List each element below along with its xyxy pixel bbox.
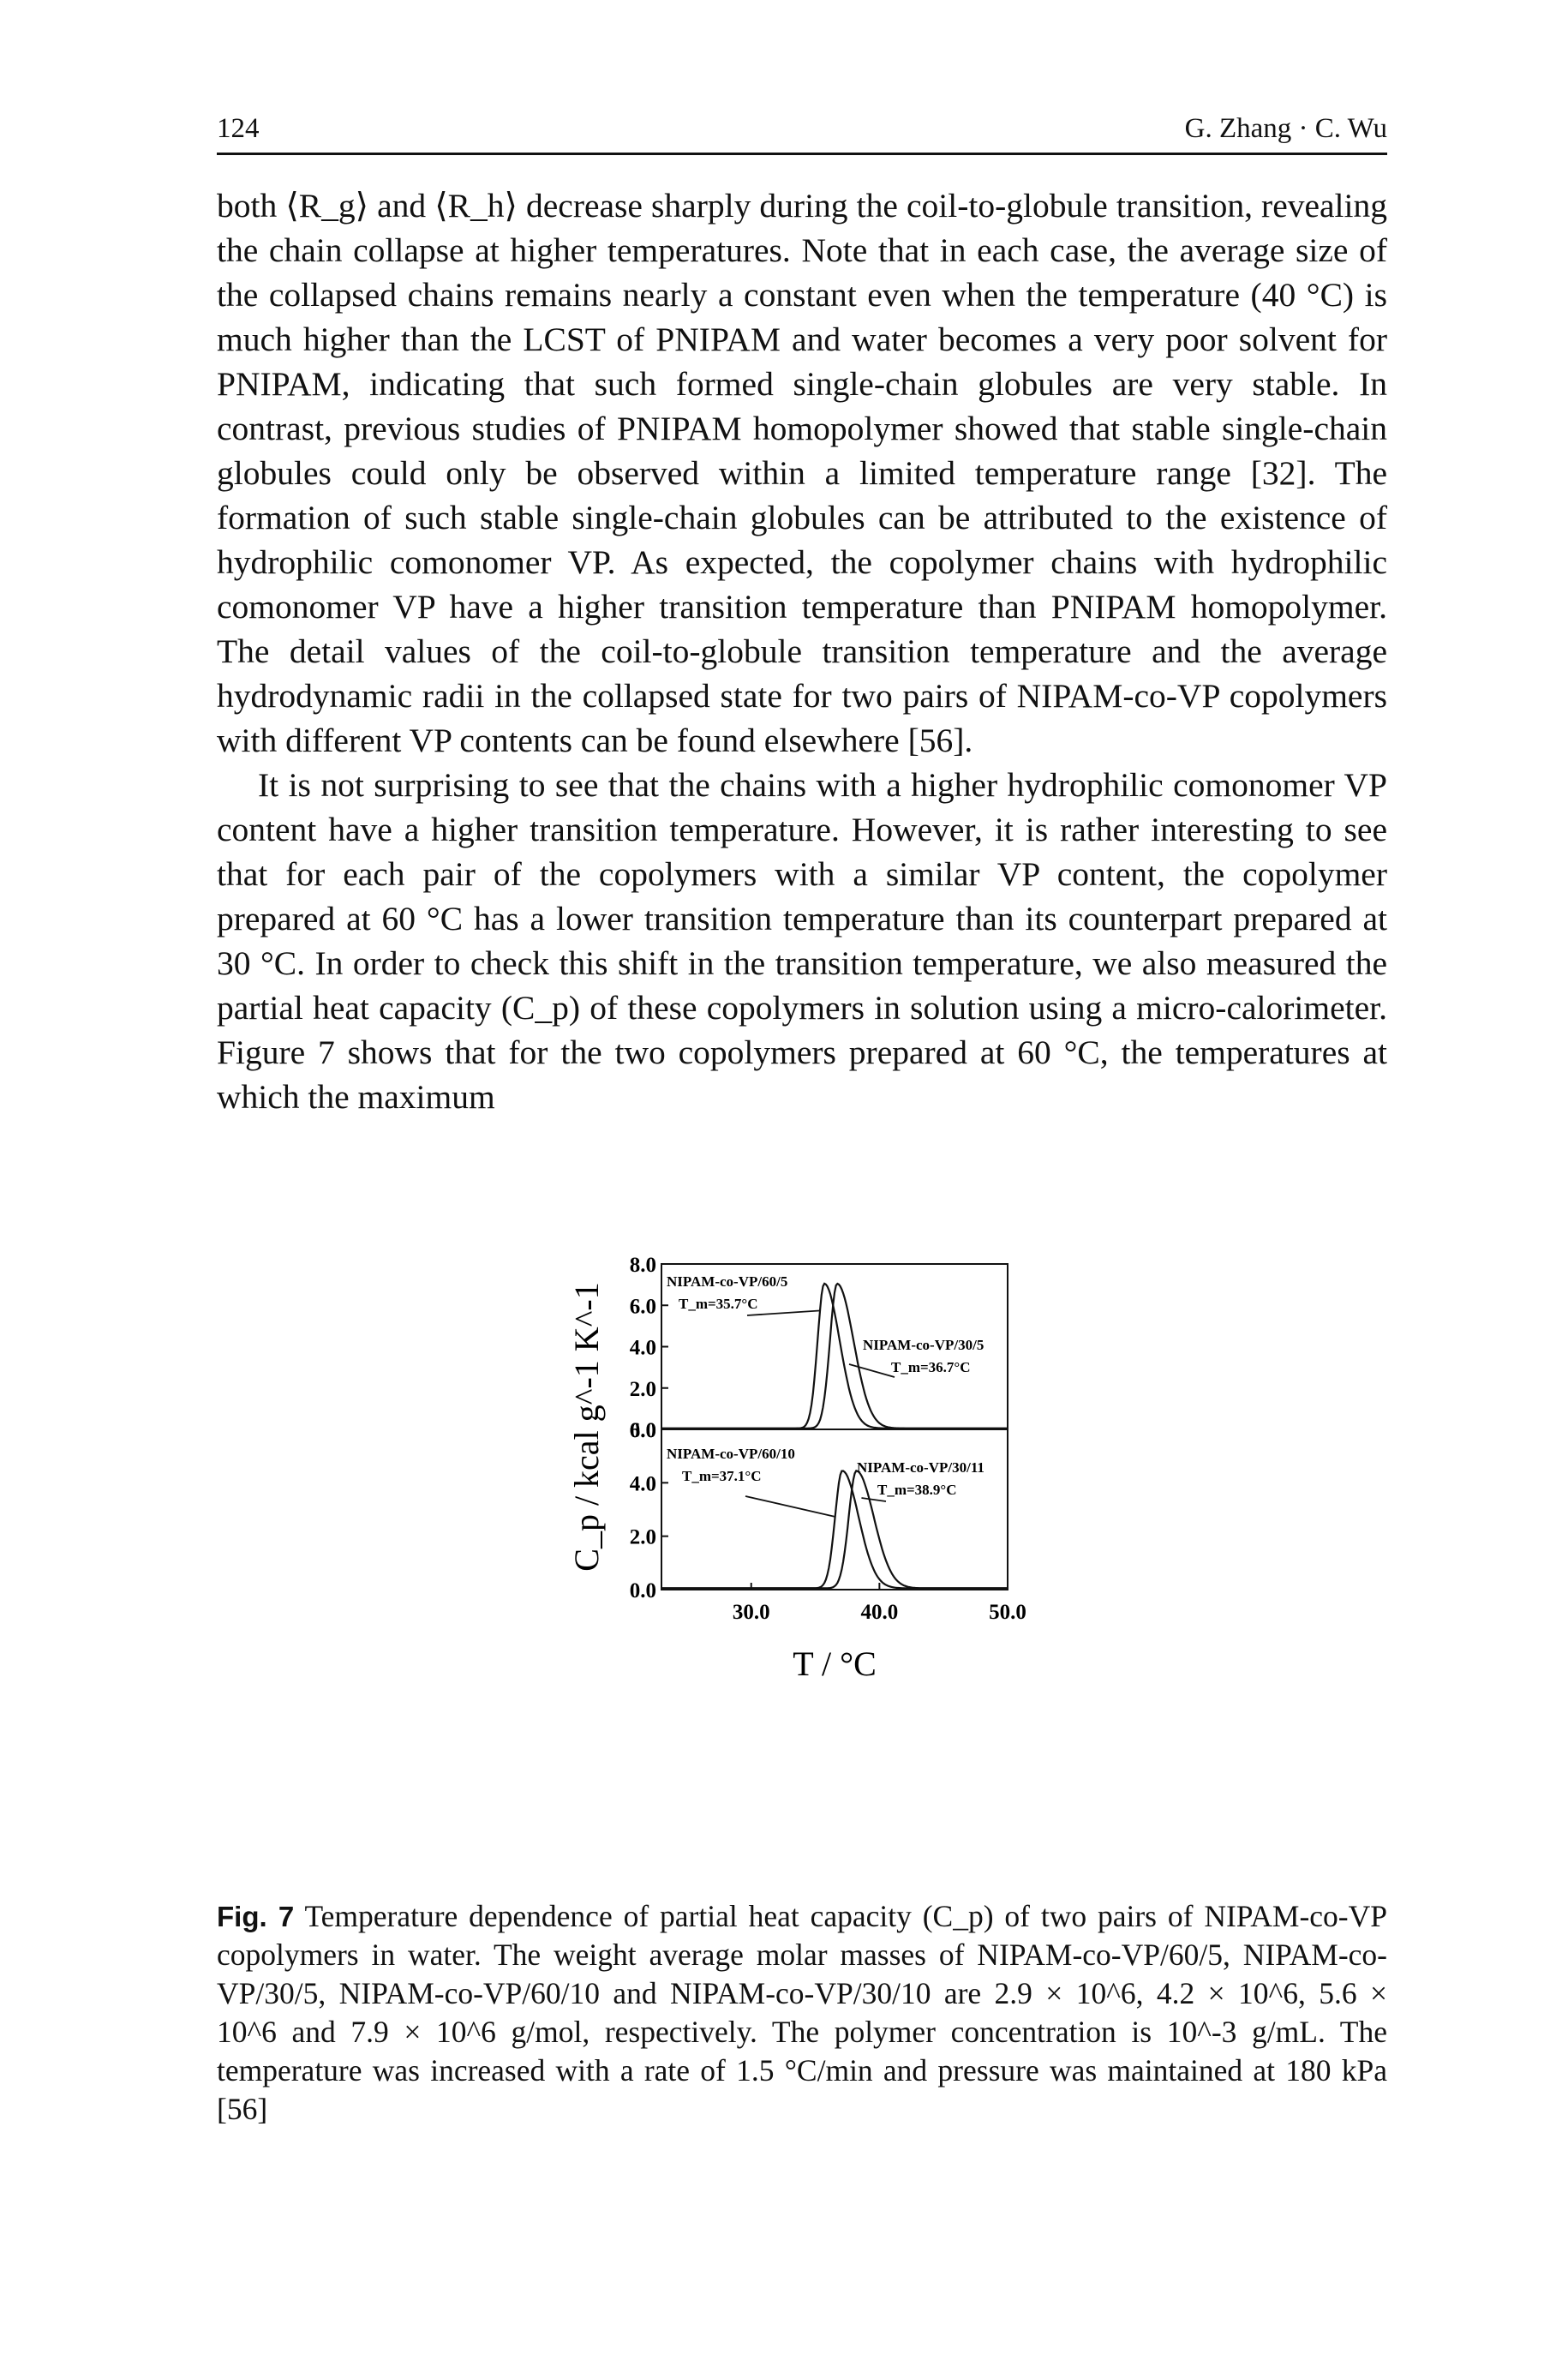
series-label-tm: T_m=38.9°C xyxy=(877,1482,957,1498)
x-tick-label: 30.0 xyxy=(733,1601,770,1624)
series-label-tm: T_m=35.7°C xyxy=(679,1296,758,1312)
x-tick-label: 50.0 xyxy=(989,1601,1026,1624)
y-tick-label: 0.0 xyxy=(630,1419,656,1442)
series-label: NIPAM-co-VP/30/5 xyxy=(863,1337,984,1353)
body-text: both ⟨R_g⟩ and ⟨R_h⟩ decrease sharply du… xyxy=(217,183,1387,1119)
y-tick-label: 2.0 xyxy=(630,1378,656,1401)
series-label: NIPAM-co-VP/30/11 xyxy=(857,1459,984,1476)
y-tick-label: 6.0 xyxy=(630,1419,656,1442)
y-tick-label: 8.0 xyxy=(630,1254,656,1277)
series-label: NIPAM-co-VP/60/5 xyxy=(667,1273,787,1290)
annotation-arrow xyxy=(746,1309,820,1316)
annotation-arrow xyxy=(861,1497,887,1502)
figure-caption: Fig. 7 Temperature dependence of partial… xyxy=(217,1897,1387,2129)
series-label-tm: T_m=37.1°C xyxy=(682,1468,762,1484)
y-axis-title: C_p / kcal g^-1 K^-1 xyxy=(567,1282,606,1571)
y-tick-label: 4.0 xyxy=(630,1337,656,1360)
series-line-2 xyxy=(661,1282,1008,1429)
caption-label: Fig. 7 xyxy=(217,1901,295,1932)
paragraph-2: It is not surprising to see that the cha… xyxy=(217,766,1387,1116)
series-line-4 xyxy=(661,1470,1008,1590)
series-label: NIPAM-co-VP/60/10 xyxy=(667,1446,795,1462)
y-tick-label: 6.0 xyxy=(630,1295,656,1318)
heat-capacity-chart: 8.0 6.0 4.0 2.0 0.0 NIPAM-co-VP/60/5T_m=35.7°… xyxy=(567,1254,1026,1683)
running-author: G. Zhang · C. Wu xyxy=(1184,113,1387,144)
y-tick-label: 2.0 xyxy=(630,1526,656,1549)
y-tick-label: 0.0 xyxy=(630,1579,656,1602)
y-tick-label: 4.0 xyxy=(630,1472,656,1495)
caption-text: Temperature dependence of partial heat c… xyxy=(217,1899,1387,2126)
page-number: 124 xyxy=(217,113,260,144)
x-tick-label: 40.0 xyxy=(860,1601,898,1624)
x-axis-title: T / °C xyxy=(793,1644,877,1683)
series-label-tm: T_m=36.7°C xyxy=(891,1359,971,1375)
annotation-arrow xyxy=(745,1495,836,1518)
paragraph-1: both ⟨R_g⟩ and ⟨R_h⟩ decrease sharply du… xyxy=(217,187,1387,759)
running-header: 124 G. Zhang · C. Wu xyxy=(217,110,1387,155)
annotation-arrow xyxy=(848,1363,895,1378)
